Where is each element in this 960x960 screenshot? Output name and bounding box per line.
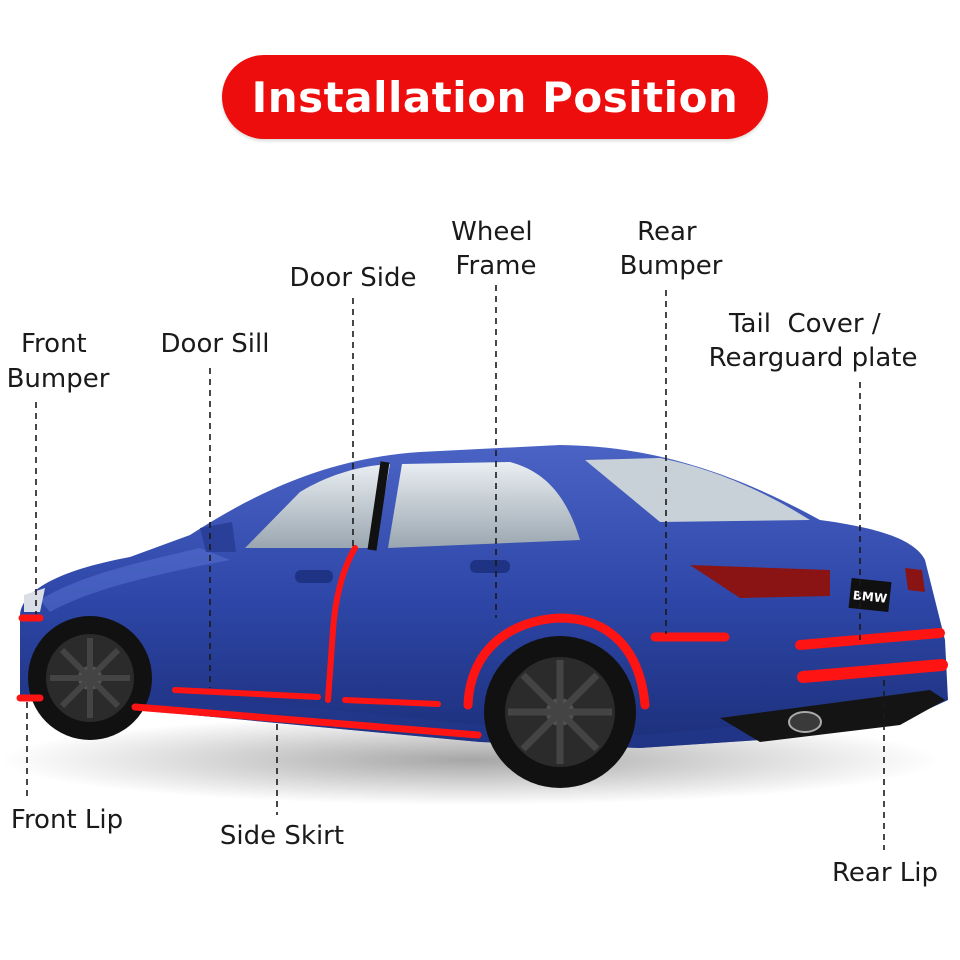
label-tail-cover: Tail Cover / Rearguard plate [0,0,960,373]
rear-door-handle-icon [470,560,510,573]
trim-door-side [325,545,358,703]
exhaust-icon [788,711,822,733]
side-mirror-icon [200,522,236,552]
trim-tail-cover [795,628,945,650]
label-front-lip: Front Lip [11,805,123,835]
rear-windshield-icon [585,458,810,522]
trim-rear-lip [797,659,948,683]
label-wheel-frame: Wheel Frame [451,217,541,281]
trim-strips [16,545,948,739]
hood-highlight [40,548,230,612]
tail-light-icon [690,565,830,598]
trim-side-skirt [131,703,482,739]
trim-door-sill-rear [342,697,441,707]
tail-light-right-icon [905,568,925,592]
headlight-icon [24,588,45,612]
label-door-sill: Door Sill [161,329,270,359]
page-title: Installation Position [251,72,739,122]
rear-diffuser [720,690,945,742]
window-glass [245,458,810,551]
title-banner: Installation Position [222,55,768,139]
label-rear-lip: Rear Lip [832,858,938,888]
rear-door-window-icon [388,462,580,548]
label-side-skirt: Side Skirt [220,821,344,851]
label-door-side: Door Side [289,263,416,293]
label-front-bumper: Front Bumper [7,329,110,394]
leader-lines [26,285,885,850]
front-door-handle-icon [295,570,333,583]
label-rear-bumper: Rear Bumper [620,217,723,281]
trim-wheel-frame [463,613,650,710]
labels: Front Bumper Door Sill Door Side Wheel F… [0,0,960,888]
front-wheel-icon [28,616,152,740]
trim-door-sill-front [172,687,321,700]
rear-wheel-icon [484,636,636,788]
door-pillar [367,461,390,551]
plate-text: BMW [852,588,888,606]
